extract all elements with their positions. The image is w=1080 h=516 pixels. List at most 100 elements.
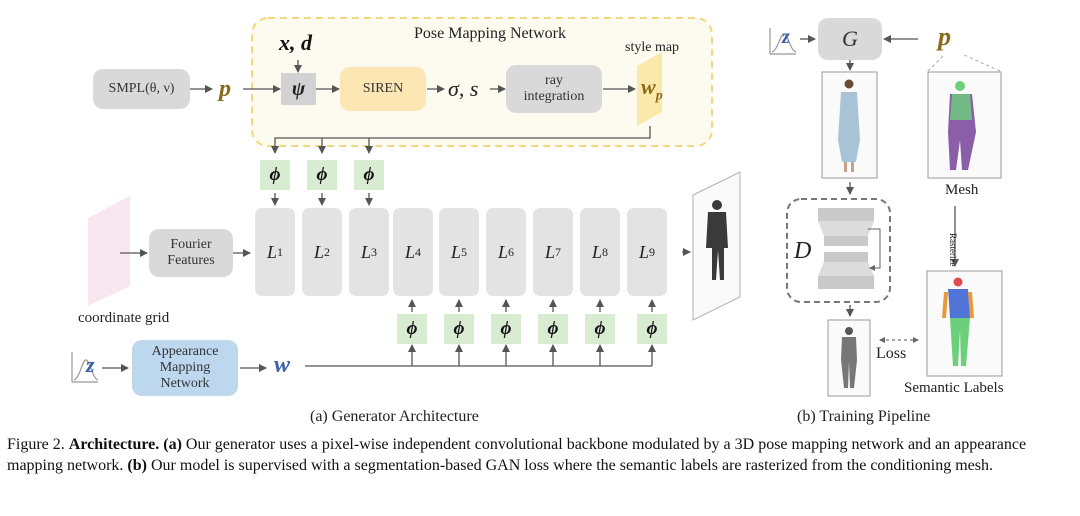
generator-g-box: G: [818, 18, 882, 60]
layer-index: 7: [555, 244, 561, 259]
d-symbol: D: [794, 238, 812, 264]
phi-symbol: ϕ: [406, 318, 418, 339]
ray-integration-line1: ray: [545, 73, 563, 88]
phi-block-l6: ϕ: [491, 314, 521, 344]
layer-letter: L: [313, 241, 324, 262]
sigma-s-symbol: σ, s: [448, 76, 479, 101]
discriminator-blocks: [818, 208, 881, 289]
semantic-labels-figure: [942, 277, 974, 366]
phi-block-l8: ϕ: [585, 314, 615, 344]
layer-index: 8: [602, 244, 608, 259]
psi-box: ψ: [281, 73, 316, 105]
p-symbol: p: [219, 76, 231, 102]
appearance-line2: Mapping: [159, 360, 211, 375]
phi-block-l9: ϕ: [637, 314, 667, 344]
psi-symbol: ψ: [291, 77, 306, 100]
phi-symbol: ϕ: [363, 164, 375, 185]
wp-letter: w: [641, 74, 656, 99]
layer-letter: L: [266, 241, 277, 262]
fourier-line1: Fourier: [170, 237, 212, 252]
xd-symbol: x, d: [279, 30, 312, 55]
semantic-labels-label: Semantic Labels: [904, 380, 1004, 396]
training-subcaption: (b) Training Pipeline: [797, 408, 931, 425]
p-symbol-right: p: [938, 22, 951, 51]
layer-letter: L: [544, 241, 555, 262]
ray-integration-box: ray integration: [506, 65, 602, 113]
style-map-shape: [637, 52, 662, 126]
fourier-features-box: Fourier Features: [149, 229, 233, 277]
phi-block-l1: ϕ: [260, 160, 290, 190]
loss-label: Loss: [876, 345, 907, 362]
fourier-line2: Features: [167, 253, 215, 268]
phi-symbol: ϕ: [453, 318, 465, 339]
caption-a-tag: (a): [163, 436, 182, 453]
rasterize-label: Rasterize: [948, 233, 958, 267]
z-distribution-icon: [71, 352, 99, 383]
z-symbol-left: z: [86, 352, 95, 377]
phi-block-l5: ϕ: [444, 314, 474, 344]
pose-mapping-title: Pose Mapping Network: [414, 25, 566, 42]
smpl-label: SMPL(θ, ν): [108, 81, 175, 96]
layer-index: 2: [324, 244, 330, 259]
caption-b-text: Our model is supervised with a segmentat…: [150, 457, 993, 474]
generated-person-figure: [706, 200, 728, 280]
caption-figure: Figure 2.: [7, 436, 65, 453]
phi-block-l4: ϕ: [397, 314, 427, 344]
wp-symbol: wp: [641, 74, 663, 104]
phi-symbol: ϕ: [316, 164, 328, 185]
layer-index: 3: [371, 244, 377, 259]
layer-index: 4: [415, 244, 421, 259]
siren-box: SIREN: [340, 67, 426, 111]
w-symbol: w: [274, 352, 291, 378]
caption-b-tag: (b): [127, 457, 147, 474]
appearance-line3: Network: [160, 376, 210, 391]
caption-title: Architecture.: [68, 436, 160, 453]
coordinate-grid-plane: [88, 196, 130, 306]
layer-letter: L: [404, 241, 415, 262]
coordinate-grid-label: coordinate grid: [78, 310, 170, 326]
layer-index: 1: [277, 244, 283, 259]
mesh-figure: [948, 81, 976, 170]
phi-block-l7: ϕ: [538, 314, 568, 344]
appearance-line1: Appearance: [151, 344, 219, 359]
appearance-mapping-box: Appearance Mapping Network: [132, 340, 238, 396]
layer-index: 5: [461, 244, 467, 259]
wp-subscript: p: [655, 88, 663, 104]
pose-mapping-frame: [251, 17, 713, 147]
layer-letter: L: [450, 241, 461, 262]
ray-integration-line2: integration: [523, 89, 585, 104]
segmented-person-figure: [841, 327, 857, 388]
phi-symbol: ϕ: [646, 318, 658, 339]
layer-letter: L: [591, 241, 602, 262]
phi-symbol: ϕ: [594, 318, 606, 339]
caption-a-text: Our generator uses a pixel-wise independ…: [7, 436, 1027, 474]
generator-subcaption: (a) Generator Architecture: [310, 408, 479, 425]
style-map-label: style map: [625, 40, 680, 55]
phi-symbol: ϕ: [269, 164, 281, 185]
figure-caption: Figure 2. Architecture. (a) Our generato…: [7, 434, 1075, 476]
z-symbol-right: z: [782, 26, 790, 48]
g-symbol: G: [842, 26, 858, 51]
phi-block-l3: ϕ: [354, 160, 384, 190]
layer-index: 6: [508, 244, 514, 259]
z-distribution-icon-right: [769, 28, 797, 55]
layer-index: 9: [649, 244, 655, 259]
phi-symbol: ϕ: [500, 318, 512, 339]
siren-label: SIREN: [362, 81, 404, 96]
mesh-label: Mesh: [945, 182, 979, 198]
layer-letter: L: [497, 241, 508, 262]
layer-letter: L: [360, 241, 371, 262]
layer-letter: L: [638, 241, 649, 262]
generated-dress-figure: [838, 79, 860, 172]
phi-block-l2: ϕ: [307, 160, 337, 190]
